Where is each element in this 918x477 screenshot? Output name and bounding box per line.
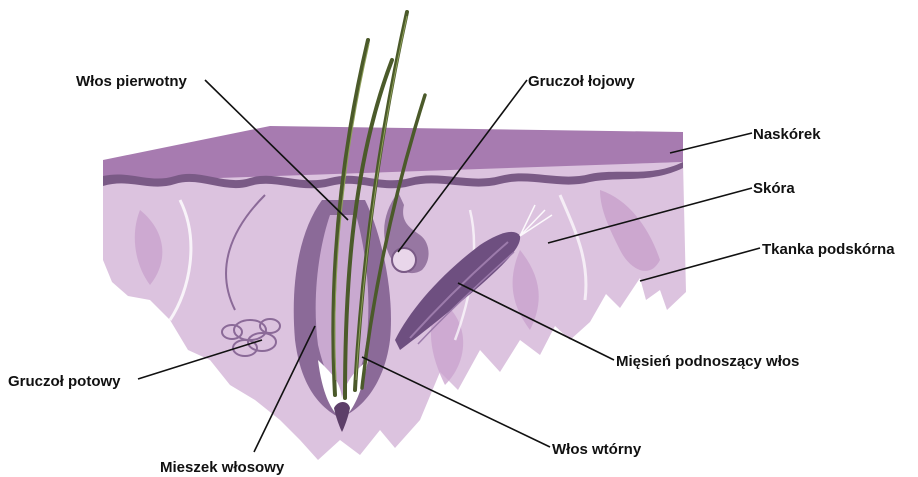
label-hair-follicle: Mieszek włosowy (160, 459, 285, 476)
label-arrector-pili: Mięsień podnoszący włos (616, 353, 799, 370)
label-sweat-gland: Gruczoł potowy (8, 373, 121, 390)
label-secondary-hair: Włos wtórny (552, 441, 642, 458)
label-epidermis: Naskórek (753, 126, 821, 143)
label-primary-hair: Włos pierwotny (76, 73, 187, 90)
label-dermis: Skóra (753, 180, 795, 197)
label-hypodermis: Tkanka podskórna (762, 241, 895, 258)
sebaceous-gland-lobe (392, 248, 416, 272)
label-sebaceous-gland: Gruczoł łojowy (528, 73, 635, 90)
